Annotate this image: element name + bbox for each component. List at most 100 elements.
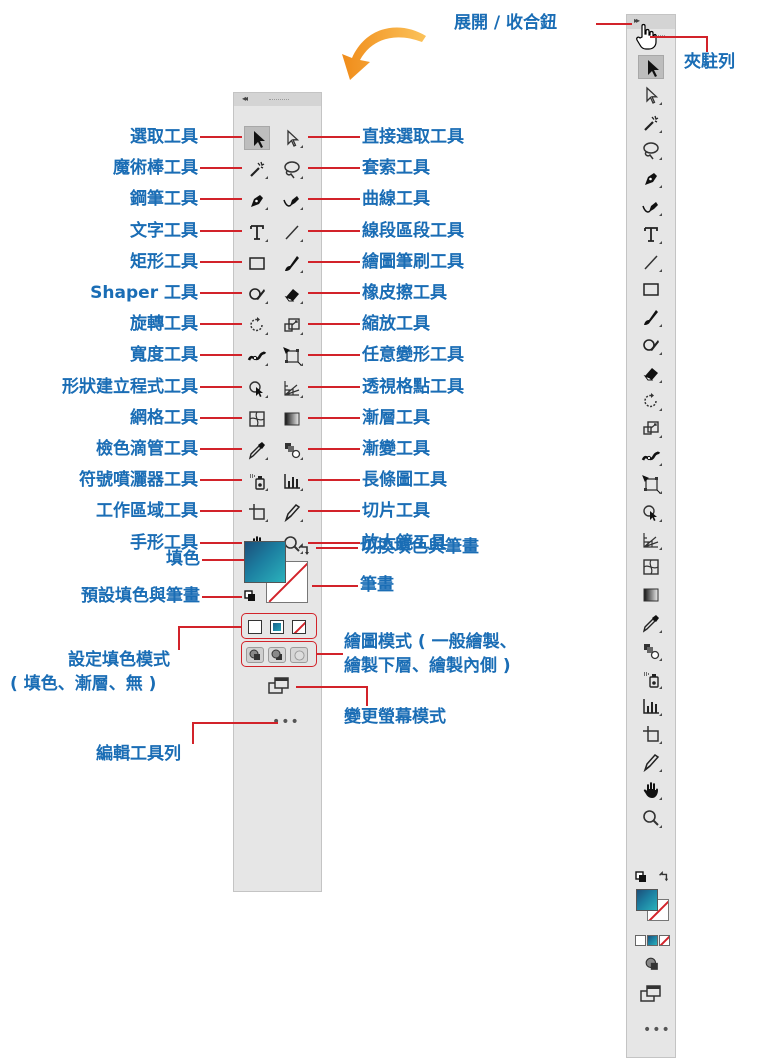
tool-shape-builder[interactable] — [244, 376, 270, 400]
fill-mode-color-button[interactable] — [635, 935, 646, 946]
fill-swatch[interactable] — [244, 541, 286, 583]
tool-pen[interactable] — [244, 188, 270, 212]
leader-curvature — [308, 198, 360, 201]
tool-column-graph[interactable] — [638, 694, 664, 718]
fill-mode-none-button[interactable] — [659, 935, 670, 946]
draw-normal-button[interactable] — [246, 647, 264, 663]
panel-header[interactable]: ◂◂ — [234, 93, 321, 106]
tool-shaper[interactable] — [638, 333, 664, 357]
type-icon — [250, 224, 264, 240]
magic-wand-icon — [250, 161, 265, 177]
tool-rectangle[interactable] — [244, 251, 270, 275]
tool-free-transform[interactable] — [279, 344, 305, 368]
flyout-indicator — [659, 741, 662, 745]
tool-eyedropper[interactable] — [244, 438, 270, 462]
tool-free-transform[interactable] — [638, 472, 664, 496]
leader-paintbrush — [308, 260, 360, 263]
expand-collapse-button[interactable]: ▸▸ — [634, 16, 640, 25]
tool-scale[interactable] — [279, 313, 305, 337]
expand-collapse-icon[interactable]: ◂◂ — [242, 94, 248, 103]
tool-curvature-pen[interactable] — [279, 188, 305, 212]
scale-icon — [284, 318, 300, 332]
label-column-graph: 長條圖工具 — [362, 470, 447, 491]
tool-rotate[interactable] — [638, 389, 664, 413]
fill-mode-none-button[interactable] — [292, 620, 306, 634]
tool-gradient[interactable] — [279, 407, 305, 431]
tool-paintbrush[interactable] — [638, 305, 664, 329]
tool-blend[interactable] — [279, 438, 305, 462]
tool-perspective-grid[interactable] — [638, 528, 664, 552]
tool-pen[interactable] — [638, 166, 664, 190]
eraser-icon — [284, 289, 299, 302]
draw-behind-button[interactable] — [268, 647, 286, 663]
tool-eyedropper[interactable] — [638, 611, 664, 635]
tool-column-graph[interactable] — [279, 469, 305, 493]
tool-type[interactable] — [244, 220, 270, 244]
leader-magic-wand — [200, 167, 242, 170]
screen-mode-icon[interactable] — [268, 677, 290, 695]
default-colors-icon[interactable] — [635, 871, 647, 883]
tool-type[interactable] — [638, 222, 664, 246]
tool-blend[interactable] — [638, 639, 664, 663]
fill-mode-gradient-button[interactable] — [270, 620, 284, 634]
tool-line-segment[interactable] — [638, 250, 664, 274]
tool-line-segment[interactable] — [279, 220, 305, 244]
edit-toolbar-dots-icon[interactable]: ••• — [643, 1022, 671, 1038]
tool-symbol-sprayer[interactable] — [244, 469, 270, 493]
tool-mesh[interactable] — [638, 555, 664, 579]
flyout-indicator — [659, 713, 662, 717]
tool-curvature-pen[interactable] — [638, 194, 664, 218]
tool-width[interactable] — [244, 344, 270, 368]
fill-mode-color-button[interactable] — [248, 620, 262, 634]
tool-scale[interactable] — [638, 416, 664, 440]
tool-direct-selection[interactable] — [638, 83, 664, 107]
tool-artboard[interactable] — [638, 722, 664, 746]
tool-magic-wand[interactable] — [244, 157, 270, 181]
tool-lasso[interactable] — [279, 157, 305, 181]
tool-rectangle[interactable] — [638, 277, 664, 301]
tool-mesh[interactable] — [244, 407, 270, 431]
label-pen: 鋼筆工具 — [130, 189, 198, 210]
swap-arrow-icon[interactable] — [296, 543, 310, 557]
tool-perspective-grid[interactable] — [279, 376, 305, 400]
tool-slice[interactable] — [638, 750, 664, 774]
grip-handle[interactable] — [269, 99, 289, 102]
fill-swatch[interactable] — [636, 889, 658, 911]
tool-slice[interactable] — [279, 500, 305, 524]
tool-hand[interactable] — [638, 778, 664, 802]
draw-inside-button[interactable] — [290, 647, 308, 663]
leader-shaper — [200, 292, 242, 294]
label-dock-bar: 夾駐列 — [684, 52, 735, 72]
tool-paintbrush[interactable] — [279, 251, 305, 275]
tool-magic-wand[interactable] — [638, 111, 664, 135]
tool-direct-selection[interactable] — [279, 126, 305, 150]
pen-icon — [251, 195, 263, 208]
tool-zoom[interactable] — [638, 806, 664, 830]
tool-rotate[interactable] — [244, 313, 270, 337]
tool-selection-arrow[interactable] — [638, 55, 664, 79]
leader-dock-bar-h — [650, 36, 708, 38]
tool-width[interactable] — [638, 444, 664, 468]
flyout-indicator — [659, 157, 662, 161]
label-direct-selection: 直接選取工具 — [362, 127, 464, 147]
draw-mode-icon[interactable] — [645, 957, 659, 971]
label-type: 文字工具 — [130, 220, 198, 241]
tool-artboard[interactable] — [244, 500, 270, 524]
swap-arrow-icon[interactable] — [657, 871, 669, 883]
tool-shaper[interactable] — [244, 282, 270, 306]
default-colors-icon[interactable] — [244, 590, 256, 602]
screen-mode-icon[interactable] — [640, 985, 662, 1003]
tool-lasso[interactable] — [638, 138, 664, 162]
flyout-indicator — [300, 550, 303, 554]
type-icon — [644, 226, 658, 242]
rotate-icon — [644, 392, 657, 407]
tool-eraser[interactable] — [279, 282, 305, 306]
tool-symbol-sprayer[interactable] — [638, 667, 664, 691]
fill-mode-gradient-button[interactable] — [647, 935, 658, 946]
tool-selection-arrow[interactable] — [244, 126, 270, 150]
tool-eraser[interactable] — [638, 361, 664, 385]
panel-header[interactable]: ▸▸ — [627, 15, 675, 29]
edit-toolbar-dots-icon[interactable]: ••• — [272, 714, 300, 730]
tool-shape-builder[interactable] — [638, 500, 664, 524]
tool-gradient[interactable] — [638, 583, 664, 607]
